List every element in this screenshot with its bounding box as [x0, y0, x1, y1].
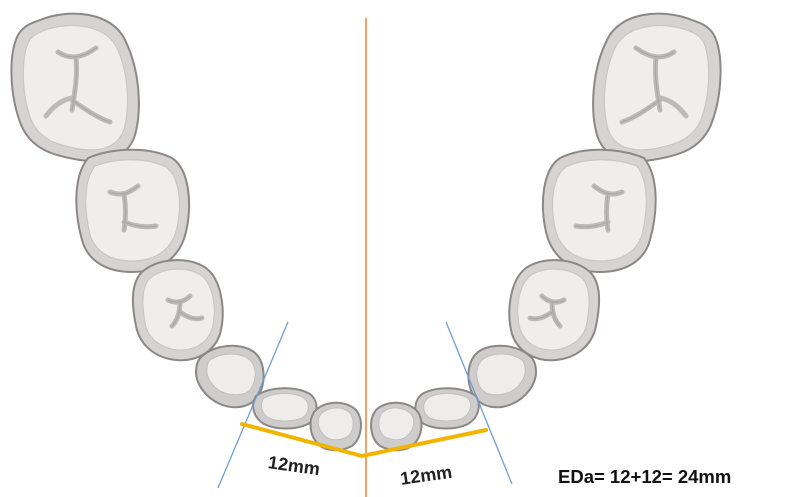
- result-formula: EDa= 12+12= 24mm: [558, 466, 731, 487]
- right-canine: [468, 346, 536, 408]
- left-lateral-incisor: [253, 388, 316, 428]
- left-second-molar: [76, 150, 189, 272]
- left-premolar: [133, 260, 223, 360]
- right-premolar: [509, 260, 599, 360]
- left-first-molar: [11, 14, 138, 162]
- left-canine: [196, 346, 264, 408]
- right-second-molar: [543, 150, 656, 272]
- right-lateral-incisor: [415, 388, 478, 428]
- right-first-molar: [593, 14, 720, 162]
